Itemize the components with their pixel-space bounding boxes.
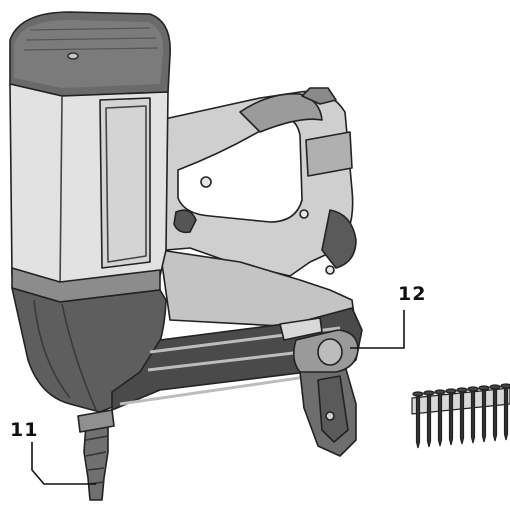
nail <box>478 385 490 443</box>
nail-strip-drawing <box>411 383 510 449</box>
nail <box>445 388 457 446</box>
gas-nailer-drawing <box>9 11 363 501</box>
nail <box>456 387 468 445</box>
leader-line-11 <box>31 442 96 485</box>
nail <box>500 383 510 441</box>
nail <box>412 391 424 449</box>
nail <box>434 389 446 447</box>
leader-line-12 <box>350 310 405 349</box>
nail <box>423 390 435 448</box>
nose-piece <box>83 419 109 501</box>
callout-label-12: 12 <box>398 283 426 305</box>
nail <box>467 386 479 444</box>
callout-label-11: 11 <box>10 419 38 441</box>
nail <box>489 384 501 442</box>
